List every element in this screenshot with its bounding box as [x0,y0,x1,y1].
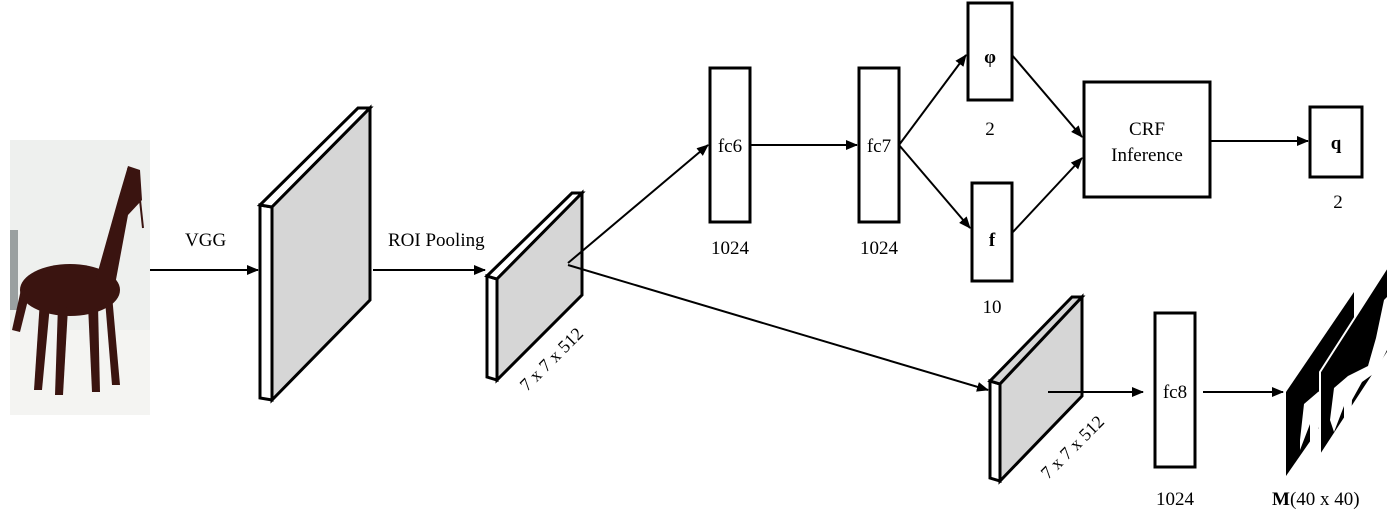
mask-dims: (40 x 40) [1290,489,1360,510]
crf-label-line2: Inference [1111,145,1183,166]
fc7-box [857,66,901,224]
input-horse-image [10,140,150,415]
vgg-feature-layer [256,104,374,404]
fc6-label: fc6 [718,136,742,157]
fc6-box [708,66,752,224]
output-mask-stack [1286,262,1389,476]
arrow-f-to-crf [1011,157,1083,234]
f-label: f [989,230,996,251]
fc8-dim-label: 1024 [1156,489,1195,510]
vgg-label: VGG [185,230,226,251]
fc7-dim-label: 1024 [860,238,899,259]
mask-roi-feature-layer [987,293,1086,485]
arrow-fc7-to-f [898,144,971,229]
phi-dim-label: 2 [985,119,995,140]
crf-label-line1: CRF [1129,119,1165,140]
arrow-roi-to-mask-branch [567,264,989,392]
fc7-label: fc7 [867,136,891,157]
mask-symbol: M [1272,489,1290,510]
roi-pooling-label: ROI Pooling [388,230,485,251]
q-dim-label: 2 [1333,192,1343,213]
crf-inference-box [1082,80,1212,199]
phi-box [966,1,1014,102]
fc8-label: fc8 [1163,382,1187,403]
q-label: q [1331,133,1342,154]
fc8-box [1153,311,1197,469]
roi-feature-layer [484,189,586,384]
q-box [1308,105,1364,179]
phi-label: φ [984,47,996,68]
arrow-fc7-to-phi [898,54,967,146]
arrow-roi-to-fc6 [567,144,709,264]
fc6-dim-label: 1024 [711,238,750,259]
f-dim-label: 10 [983,297,1002,318]
arrow-phi-to-crf [1011,54,1083,138]
mask-size-label: M(40 x 40) [1272,489,1360,510]
